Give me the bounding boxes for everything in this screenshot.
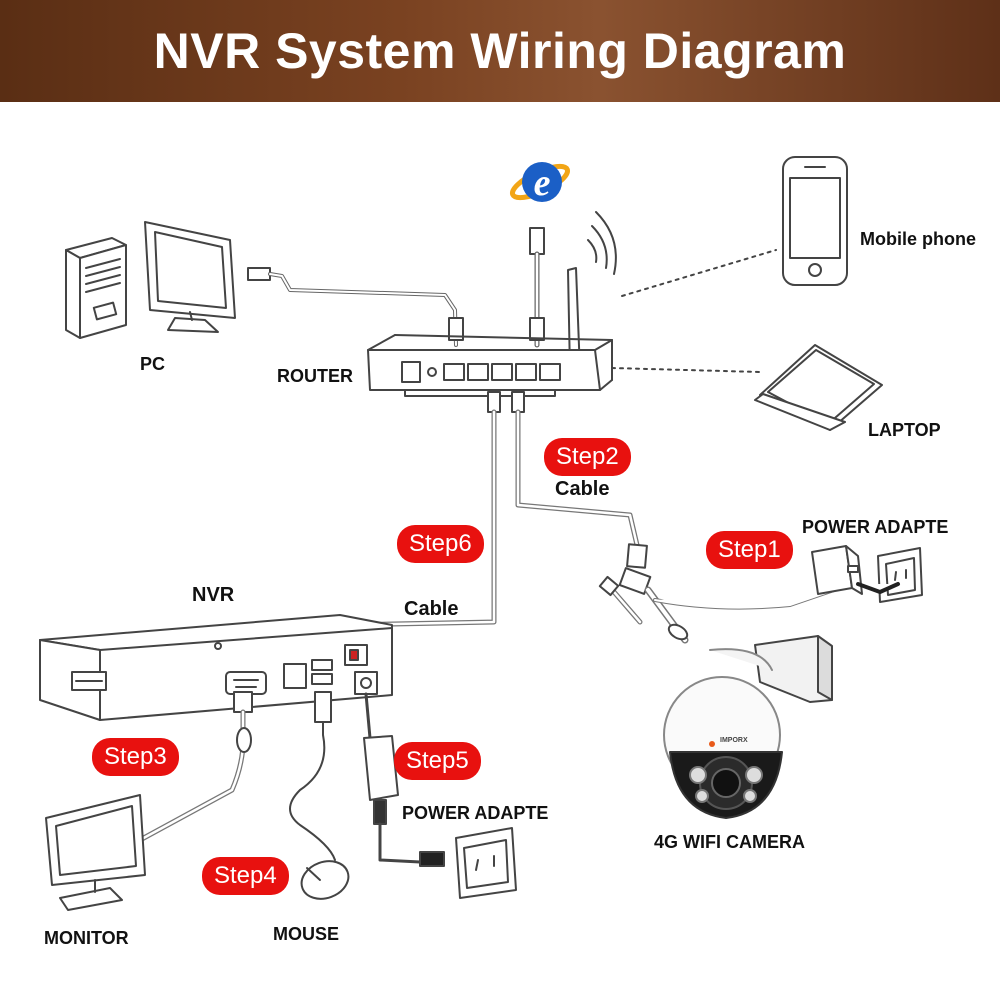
cable-router-camera xyxy=(511,391,640,548)
pc-cable xyxy=(247,267,464,347)
mobile-wireless-link xyxy=(621,249,777,297)
nvr-power-outlet xyxy=(455,827,517,899)
laptop xyxy=(754,344,883,431)
label-nvr: NVR xyxy=(192,584,235,606)
label-camera-brand: IMPORX xyxy=(720,737,748,744)
wifi-signal-icon xyxy=(587,211,617,275)
mobile-phone xyxy=(782,156,848,286)
camera-pigtail xyxy=(598,543,836,644)
camera-power-outlet xyxy=(856,547,923,603)
step-badge-5: Step5 xyxy=(394,742,481,780)
step-badge-4: Step4 xyxy=(202,857,289,895)
label-cable-nvr: Cable xyxy=(404,598,459,620)
step-badge-1: Step1 xyxy=(706,531,793,569)
nvr-box xyxy=(39,614,393,721)
ptz-camera xyxy=(663,635,833,819)
svg-text:e: e xyxy=(534,162,551,204)
label-power-adapter-camera: POWER ADAPTE xyxy=(802,517,949,537)
label-router: ROUTER xyxy=(277,366,353,386)
internet-explorer-icon: e xyxy=(509,162,571,204)
label-power-adapter-nvr: POWER ADAPTE xyxy=(402,803,549,823)
internet-cable xyxy=(529,227,545,348)
router xyxy=(367,334,613,397)
label-pc: PC xyxy=(140,354,166,374)
page-title: NVR System Wiring Diagram xyxy=(153,23,847,79)
label-camera: 4G WIFI CAMERA xyxy=(654,832,805,852)
label-mouse: MOUSE xyxy=(273,924,340,944)
label-cable-camera: Cable xyxy=(555,478,610,500)
step-badge-2: Step2 xyxy=(544,438,631,476)
step-badge-3: Step3 xyxy=(92,738,179,776)
cable-nvr-monitor xyxy=(137,691,253,843)
laptop-wireless-link xyxy=(611,367,761,373)
pc-monitor xyxy=(144,221,236,333)
step-badge-6: Step6 xyxy=(397,525,484,563)
label-monitor: MONITOR xyxy=(44,928,129,948)
cable-nvr-mouse xyxy=(289,691,336,861)
mouse xyxy=(300,860,350,900)
label-laptop: LAPTOP xyxy=(868,420,941,440)
camera-power-adapter xyxy=(811,545,863,595)
monitor xyxy=(45,794,146,911)
label-mobile-phone: Mobile phone xyxy=(860,229,976,249)
cable-nvr-power xyxy=(363,692,445,867)
pc-tower xyxy=(65,237,127,339)
title-banner: NVR System Wiring Diagram xyxy=(0,0,1000,102)
